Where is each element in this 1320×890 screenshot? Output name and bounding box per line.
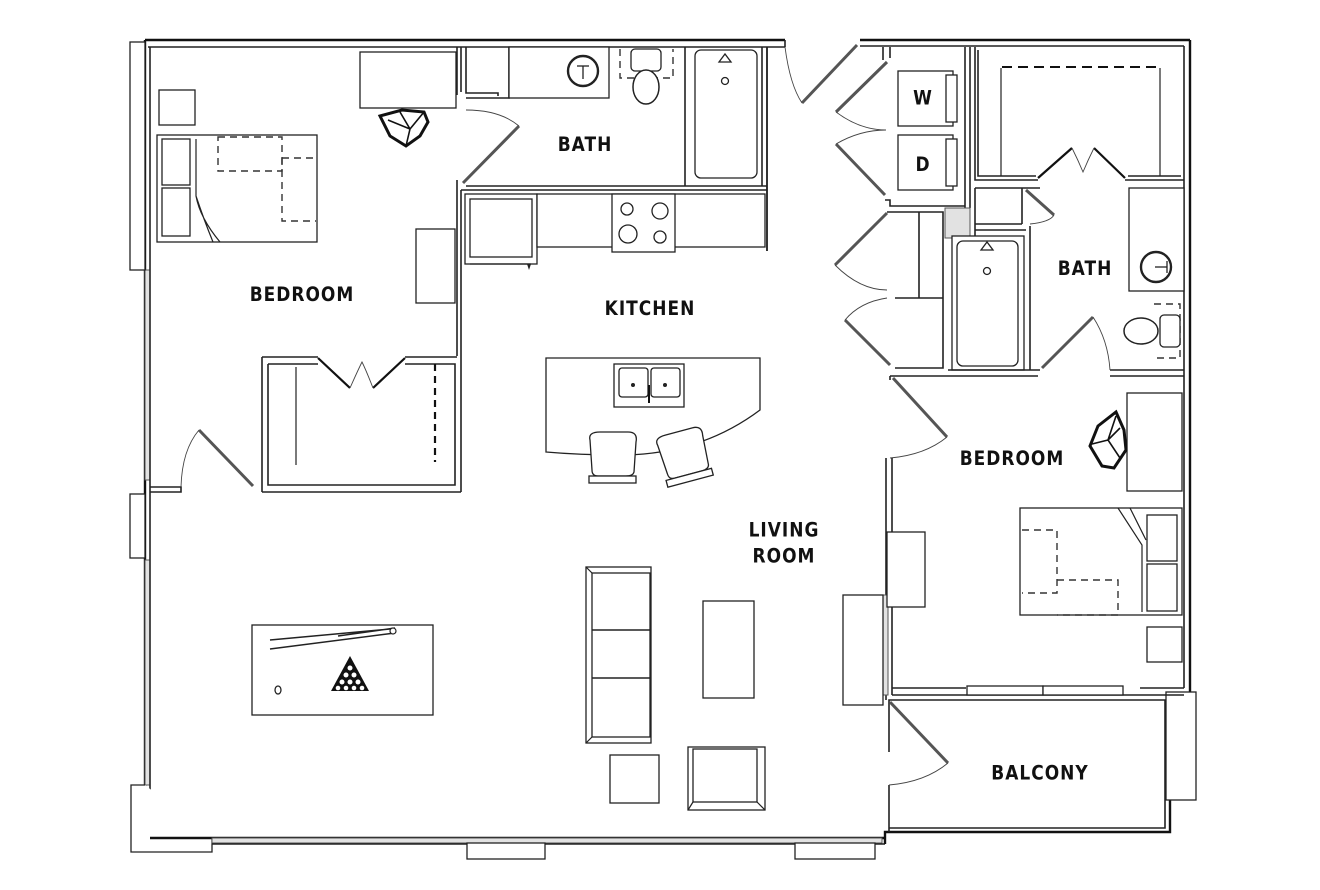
desk-2 — [1126, 392, 1183, 492]
living-room-furniture — [251, 566, 766, 811]
bedroom-2 — [842, 375, 1184, 786]
room-label-bath-1: BATH — [557, 133, 613, 157]
toilet-2 — [1123, 317, 1159, 345]
bar-stool-2 — [656, 426, 715, 489]
dresser — [415, 228, 456, 304]
desk-chair — [377, 108, 430, 148]
appliance-label-washer: W — [913, 87, 933, 111]
sofa — [585, 566, 652, 744]
dresser-2 — [886, 531, 926, 608]
exterior-walls — [129, 38, 1197, 860]
room-label-bath-2: BATH — [1057, 257, 1113, 281]
bedroom-1-furniture — [156, 51, 457, 304]
dryer — [897, 134, 954, 191]
armchair — [687, 746, 766, 811]
bar-stool-1 — [588, 431, 637, 484]
room-label-kitchen: KITCHEN — [604, 297, 696, 321]
range — [611, 193, 676, 253]
nightstand — [158, 89, 196, 126]
bedroom-1-walls — [150, 47, 462, 493]
nightstand-2 — [1146, 626, 1183, 663]
desk-chair-2 — [1088, 409, 1128, 470]
room-label-bedroom-2: BEDROOM — [959, 447, 1065, 471]
pool-table — [251, 624, 434, 716]
bath-2 — [945, 47, 1185, 377]
room-label-living-line1: LIVING — [748, 519, 820, 543]
room-label-living-line2: ROOM — [752, 545, 816, 569]
side-table — [609, 754, 660, 804]
appliance-label-dryer: D — [915, 153, 931, 177]
toilet — [632, 69, 660, 105]
desk — [359, 51, 457, 109]
laundry-closets — [833, 47, 971, 369]
room-label-balcony: BALCONY — [991, 762, 1089, 786]
bathtub — [694, 49, 758, 179]
room-label-bedroom-1: BEDROOM — [249, 283, 355, 307]
entry — [766, 40, 859, 251]
kitchen — [464, 193, 766, 489]
tv-stand — [842, 594, 884, 706]
coffee-table — [702, 600, 755, 699]
